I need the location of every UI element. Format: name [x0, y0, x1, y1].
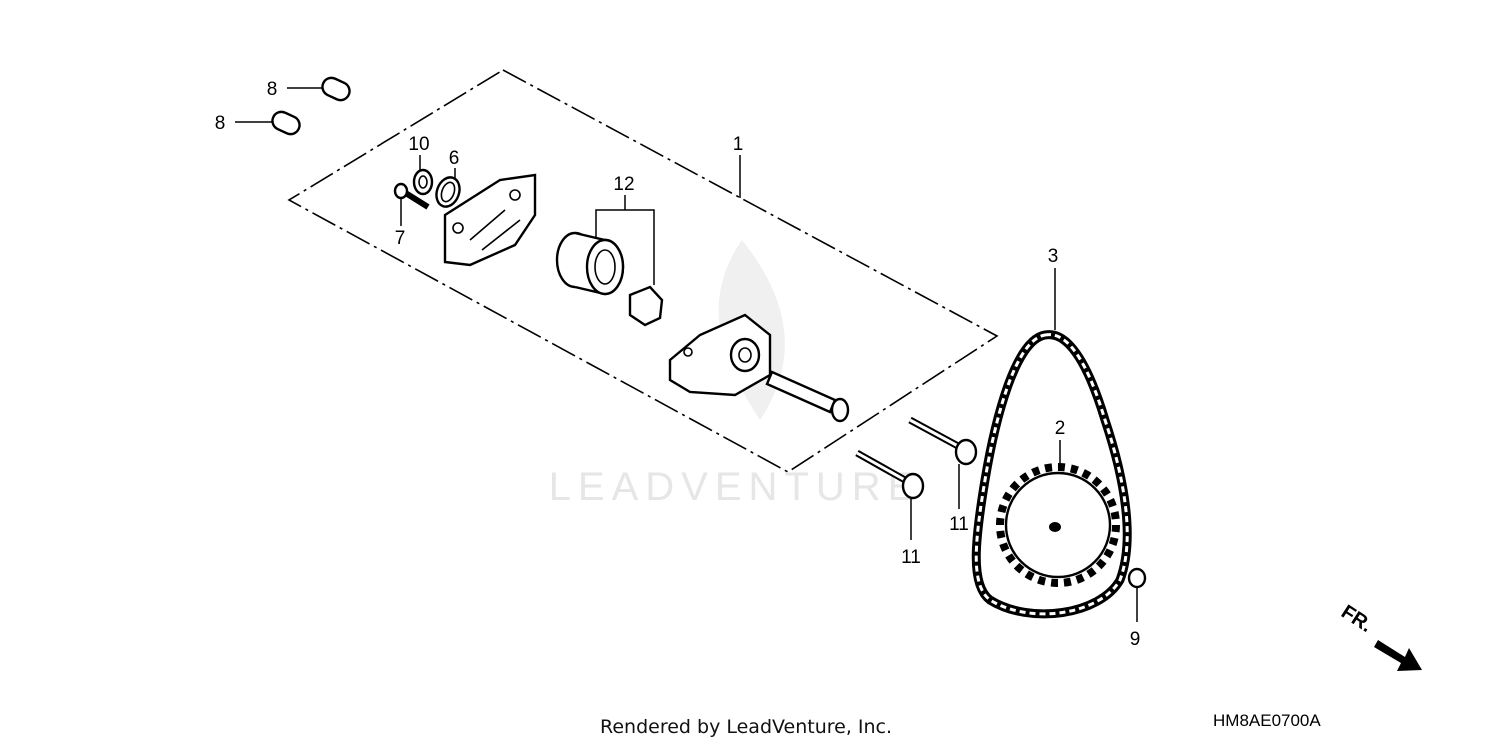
- part-11-bolt-upper[interactable]: [908, 416, 978, 509]
- part-6-o-ring[interactable]: [433, 168, 464, 210]
- diagram-code: HM8AE0700A: [1213, 711, 1321, 730]
- callout-8[interactable]: 8: [215, 113, 226, 134]
- watermark: LEADVENTURE: [549, 465, 922, 509]
- part-12-rotor-set[interactable]: [555, 195, 664, 327]
- callout-7[interactable]: 7: [395, 228, 406, 249]
- callout-11[interactable]: 11: [901, 547, 921, 568]
- part-9-clip[interactable]: [1127, 567, 1147, 622]
- callout-2[interactable]: 2: [1055, 418, 1066, 439]
- pump-body[interactable]: [668, 313, 772, 397]
- fr-label: FR.: [1337, 601, 1376, 637]
- callout-10[interactable]: 10: [408, 134, 429, 155]
- arrow-icon: [1374, 640, 1422, 671]
- callout-12[interactable]: 12: [613, 174, 634, 195]
- part-2-sprocket[interactable]: [996, 440, 1120, 587]
- front-direction-arrow: FR.: [1337, 601, 1422, 671]
- footer-credit: Rendered by LeadVenture, Inc.: [600, 716, 893, 738]
- callout-8[interactable]: 8: [267, 79, 278, 100]
- part-11-bolt-lower[interactable]: [855, 449, 925, 540]
- part-3-cam-chain[interactable]: [971, 268, 1132, 619]
- callout-9[interactable]: 9: [1130, 629, 1141, 650]
- part-10-lock-washer[interactable]: [412, 155, 434, 196]
- callout-3[interactable]: 3: [1048, 246, 1059, 267]
- callout-6[interactable]: 6: [449, 148, 460, 169]
- callout-1[interactable]: 1: [733, 134, 744, 155]
- pump-cover[interactable]: [443, 173, 537, 267]
- assembly-boundary: [287, 69, 999, 473]
- part-7-bolt[interactable]: [393, 182, 430, 226]
- part-8-dowel-lower[interactable]: [235, 109, 302, 137]
- pump-shaft[interactable]: [765, 370, 850, 423]
- callout-11[interactable]: 11: [949, 514, 969, 535]
- part-8-dowel-upper[interactable]: [287, 75, 352, 103]
